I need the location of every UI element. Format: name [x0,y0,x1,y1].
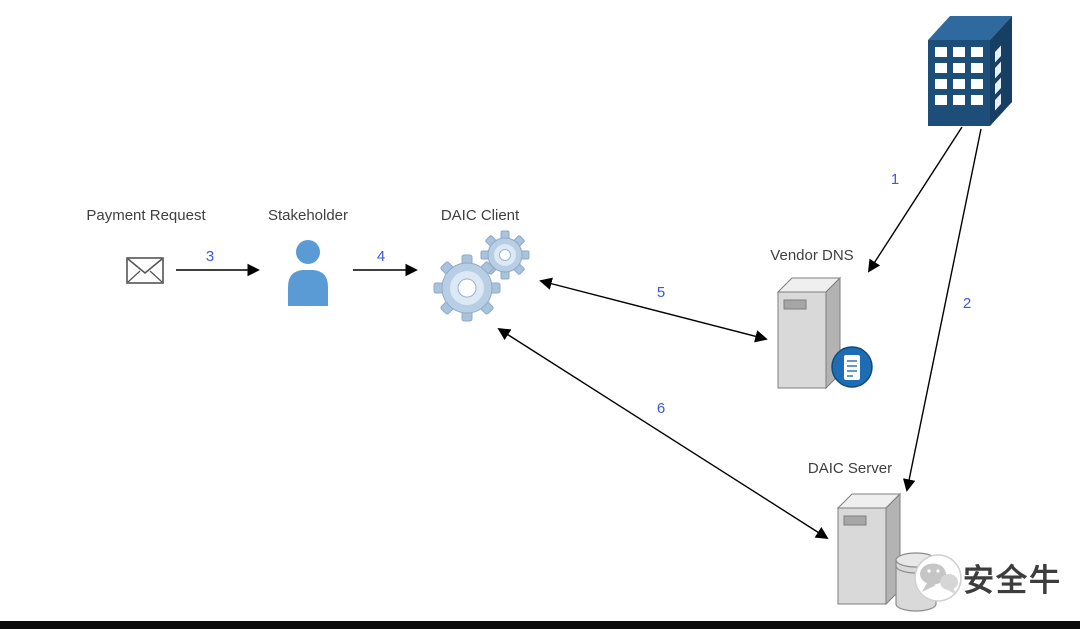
certificate-badge-icon [831,346,873,388]
edge-2-label: 2 [963,295,971,312]
wechat-icon [914,554,962,602]
person-icon [288,240,328,306]
payment-request-label: Payment Request [86,207,206,224]
envelope-icon [126,257,164,284]
bottom-bar [0,621,1080,629]
edge-lines [176,126,982,540]
watermark: 安全牛 [914,554,1062,602]
vendor-dns-label: Vendor DNS [770,247,853,264]
server-icon-daic-server [836,492,902,606]
edge-6-arrow [497,327,829,540]
node-labels: Payment Request Stakeholder DAIC Client … [86,207,892,477]
daic-server-label: DAIC Server [808,460,892,477]
edge-3-label: 3 [206,248,214,265]
edge-1-label: 1 [891,171,899,188]
daic-client-label: DAIC Client [441,207,520,224]
edge-4-label: 4 [377,248,385,265]
office-building-icon [928,16,1012,126]
gears-icon [433,230,530,322]
edge-5-label: 5 [657,284,665,301]
edge-6-label: 6 [657,400,665,417]
stakeholder-label: Stakeholder [268,207,348,224]
building-windows-side [995,45,1001,111]
building-windows-front [935,47,983,105]
gear-large [433,254,501,322]
edge-1-arrow [867,126,963,273]
edge-labels: 1 2 3 4 5 6 [206,171,971,417]
edge-2-arrow [902,128,982,492]
server-icon-vendor-dns [776,276,842,390]
edge-5-arrow [539,277,768,343]
watermark-brand-text: 安全牛 [963,563,1062,598]
